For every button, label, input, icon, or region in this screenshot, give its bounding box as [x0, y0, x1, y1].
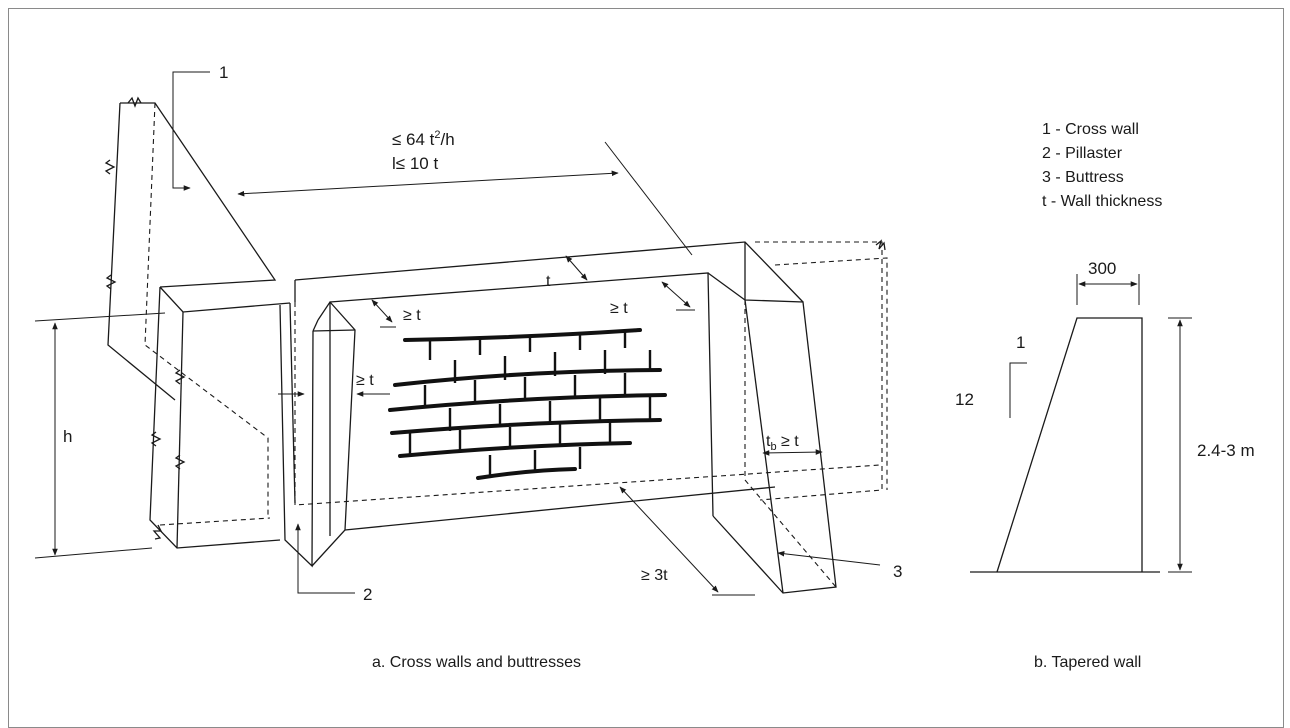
spacing-label-2: l≤ 10 t — [392, 154, 438, 173]
min-thickness-right-label: ≥ t — [610, 300, 628, 317]
callout-3-label: 3 — [893, 562, 902, 581]
slope-run-label: 12 — [955, 390, 974, 409]
buttress — [707, 272, 837, 594]
continuing-wall-right — [755, 239, 888, 501]
height-h-label: h — [63, 427, 72, 446]
panel-cross-walls: 1 2 3 ≤ 64 t2/h l≤ 10 t t ≥ t ≥ t ≥ t h … — [34, 63, 902, 671]
legend: 1 - Cross wall 2 - Pillaster 3 - Buttres… — [1042, 121, 1162, 210]
thickness-t-label: t — [546, 273, 551, 290]
wall-diagram: 1 2 3 ≤ 64 t2/h l≤ 10 t t ≥ t ≥ t ≥ t h … — [34, 63, 1255, 671]
caption-b: b. Tapered wall — [1034, 654, 1141, 671]
main-wall — [294, 241, 881, 536]
dimension-lines — [34, 141, 823, 596]
legend-item-wall-thickness: t - Wall thickness — [1042, 193, 1162, 210]
buttress-thickness-label: tb ≥ t — [766, 433, 799, 453]
slope-rise-label: 1 — [1016, 333, 1025, 352]
wall-height-label: 2.4-3 m — [1197, 441, 1255, 460]
panel-tapered-wall: 300 2.4-3 m 1 12 b. Tapered wall — [955, 259, 1255, 671]
legend-item-cross-wall: 1 - Cross wall — [1042, 121, 1139, 138]
caption-a: a. Cross walls and buttresses — [372, 654, 581, 671]
pilaster — [279, 300, 356, 568]
min-thickness-pilaster-label: ≥ t — [356, 372, 374, 389]
buttress-length-label: ≥ 3t — [641, 567, 668, 584]
left-wall-front — [149, 286, 291, 549]
brickwork — [388, 328, 667, 480]
callout-2-label: 2 — [363, 585, 372, 604]
cross-wall — [104, 96, 277, 518]
min-thickness-left-label: ≥ t — [403, 307, 421, 324]
legend-item-pillaster: 2 - Pillaster — [1042, 145, 1123, 162]
legend-item-buttress: 3 - Buttress — [1042, 169, 1124, 186]
top-width-label: 300 — [1088, 259, 1116, 278]
callout-lines — [172, 71, 881, 594]
callout-1-label: 1 — [219, 63, 228, 82]
spacing-label-1: ≤ 64 t2/h — [392, 129, 455, 149]
